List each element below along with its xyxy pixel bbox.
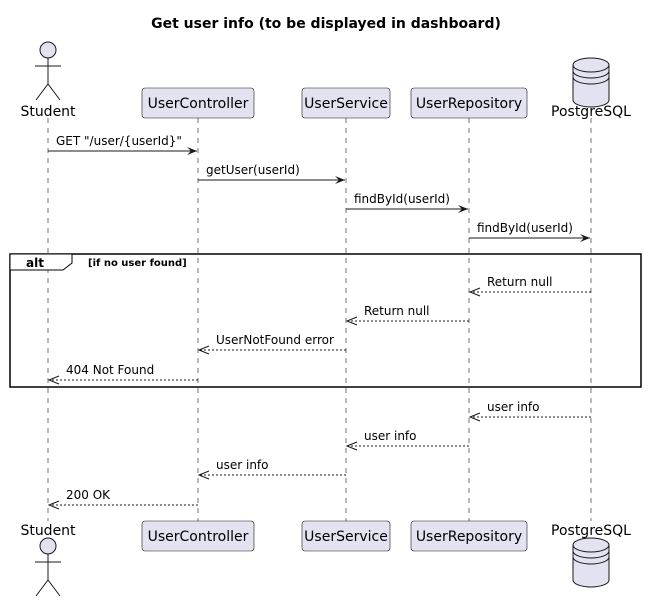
alt-frame: [9, 253, 642, 388]
arrowhead: [197, 345, 210, 355]
message: Return null: [468, 275, 591, 297]
actor-icon: [35, 41, 61, 101]
message-label: 404 Not Found: [66, 363, 154, 377]
arrowhead: [468, 412, 481, 422]
arrowhead: [468, 287, 481, 297]
database-icon: [572, 537, 610, 588]
participant-box: [301, 87, 391, 119]
participant-db-bottom: PostgreSQL: [551, 523, 631, 588]
message-label: 200 OK: [66, 488, 111, 502]
message-label: findById(userId): [477, 221, 573, 235]
arrowhead: [345, 441, 358, 451]
participant-label: UserRepository: [416, 96, 522, 112]
participant-label: PostgreSQL: [551, 104, 631, 120]
alt-guard: [if no user found]: [88, 258, 187, 269]
message-label: UserNotFound error: [216, 333, 334, 347]
participant-db-top: PostgreSQL: [551, 57, 631, 120]
participant-repository-top: UserRepository: [410, 87, 528, 119]
participant-label: UserRepository: [416, 529, 522, 545]
message: user info: [468, 400, 591, 422]
message-label: getUser(userId): [206, 163, 300, 177]
message-label: user info: [487, 400, 540, 414]
messages: GET "/user/{userId}" getUser(userId) findB…: [47, 134, 591, 510]
message: user info: [345, 429, 469, 451]
participant-student-top: Student: [20, 41, 76, 120]
participant-controller-bottom: UserController: [141, 520, 255, 552]
message: user info: [197, 458, 346, 480]
participant-service-top: UserService: [301, 87, 391, 119]
message-label: user info: [364, 429, 417, 443]
participant-repository-bottom: UserRepository: [410, 520, 528, 552]
participant-box: [141, 87, 255, 119]
message: 404 Not Found: [47, 363, 198, 385]
message-label: Return null: [364, 304, 430, 318]
message: UserNotFound error: [197, 333, 346, 355]
participant-label: UserController: [148, 529, 249, 545]
arrowhead: [187, 147, 197, 155]
message: 200 OK: [47, 488, 198, 510]
arrowhead: [580, 234, 590, 242]
arrowhead: [47, 375, 60, 385]
actor-icon: [35, 537, 61, 597]
arrowhead: [458, 205, 468, 213]
participants-top: Student UserController UserService UserRepo…: [20, 41, 631, 120]
lifelines: [47, 118, 592, 521]
participant-service-bottom: UserService: [301, 520, 391, 552]
participant-box: [410, 520, 528, 552]
participant-label: UserController: [148, 96, 249, 112]
participant-label: Student: [20, 104, 76, 120]
participant-controller-top: UserController: [141, 87, 255, 119]
message-label: findById(userId): [354, 192, 450, 206]
arrowhead: [47, 500, 60, 510]
message-label: user info: [216, 458, 269, 472]
diagram-title: Get user info (to be displayed in dashbo…: [151, 16, 501, 32]
participant-box: [410, 87, 528, 119]
message: GET "/user/{userId}": [48, 134, 197, 155]
alt-label: alt: [26, 256, 44, 270]
participant-label: Student: [20, 523, 76, 539]
message: Return null: [345, 304, 469, 326]
arrowhead: [197, 470, 210, 480]
message-label: GET "/user/{userId}": [56, 134, 182, 148]
participant-box: [141, 520, 255, 552]
participant-label: UserService: [304, 96, 388, 112]
participant-label: PostgreSQL: [551, 523, 631, 539]
participant-student-bottom: Student: [20, 523, 76, 597]
alt-fragment: alt [if no user found]: [9, 253, 642, 388]
database-icon: [572, 57, 610, 108]
message-label: Return null: [487, 275, 553, 289]
message: findById(userId): [346, 192, 468, 213]
participants-bottom: Student UserController UserService UserRepo…: [20, 520, 631, 597]
participant-label: UserService: [304, 529, 388, 545]
arrowhead: [345, 316, 358, 326]
message: getUser(userId): [198, 163, 345, 184]
alt-tab: [9, 253, 73, 271]
participant-box: [301, 520, 391, 552]
arrowhead: [335, 176, 345, 184]
message: findById(userId): [469, 221, 590, 242]
